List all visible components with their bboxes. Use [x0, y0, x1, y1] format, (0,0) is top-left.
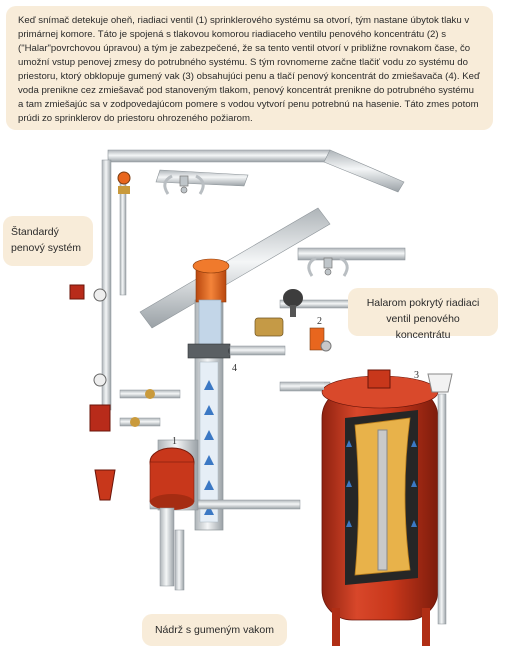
- label-halar-valve: Halarom pokrytý riadiaci ventil penového…: [348, 288, 498, 341]
- number-3: 3: [414, 370, 419, 381]
- label-halar-valve-text: Halarom pokrytý riadiaci ventil penového…: [366, 297, 480, 341]
- main-pipe: [139, 207, 331, 329]
- top-fittings: [117, 171, 131, 194]
- intro-text: Keď snímač detekuje oheň, riadiaci venti…: [18, 15, 480, 124]
- spray-arrows: [163, 174, 349, 277]
- number-2: 2: [317, 316, 322, 327]
- halar-valve: [254, 289, 332, 352]
- sprinkler-control-valve: [69, 284, 199, 511]
- number-1: 1: [172, 436, 177, 447]
- sprinkler-heads: [179, 175, 333, 276]
- base-riser: [159, 507, 175, 587]
- callout-numbers: 1 2 3 4: [172, 316, 419, 447]
- label-standard-system-text: Štandardý penový systém: [11, 226, 82, 254]
- number-4: 4: [232, 363, 237, 374]
- bladder-tank: [300, 369, 453, 646]
- sprinkler-pipes: [107, 149, 406, 261]
- label-standard-system: Štandardý penový systém: [3, 216, 93, 266]
- label-tank-text: Nádrž s gumeným vakom: [154, 624, 275, 636]
- label-tank: Nádrž s gumeným vakom: [142, 614, 287, 646]
- left-riser: [101, 159, 112, 411]
- intro-description: Keď snímač detekuje oheň, riadiaci venti…: [6, 6, 493, 130]
- mixer-column: [187, 258, 236, 531]
